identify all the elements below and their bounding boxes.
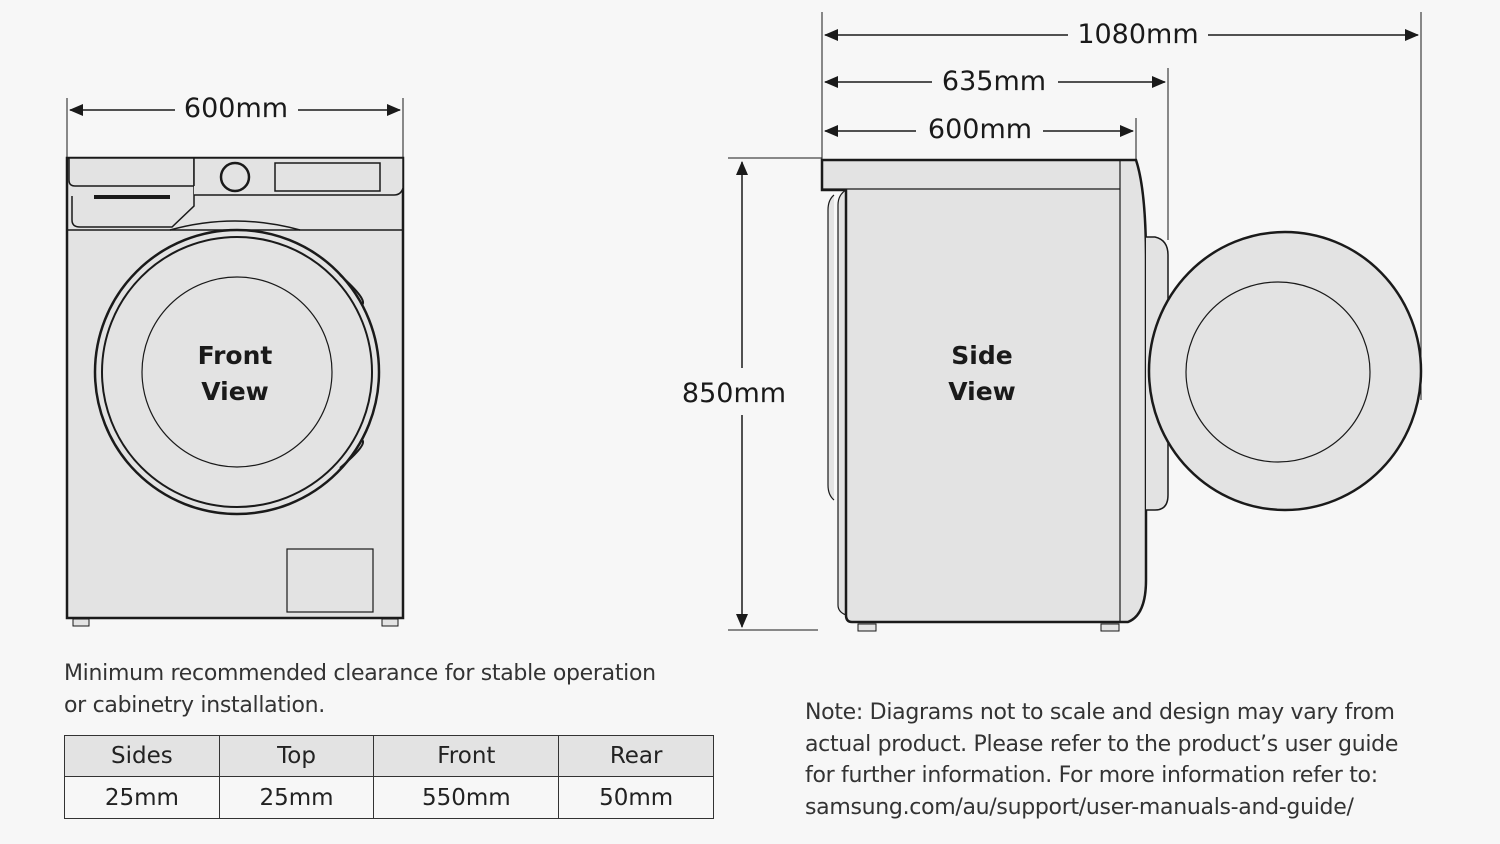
front-view-drawing: [65, 98, 405, 627]
note-text: Note: Diagrams not to scale and design m…: [805, 697, 1425, 823]
depth-with-door-label: 635mm: [942, 66, 1046, 97]
caption-line: Minimum recommended clearance for stable…: [64, 661, 656, 686]
side-view-label: View: [948, 377, 1016, 406]
header-top: Top: [218, 735, 375, 777]
note-line: for further information. For more inform…: [805, 763, 1378, 788]
note-line: actual product. Please refer to the prod…: [805, 731, 1399, 757]
note-url: samsung.com/au/support/user-manuals-and-…: [805, 794, 1354, 820]
clearance-table: Sides Top Front Rear 25mm 25mm 550mm 50m…: [64, 735, 714, 819]
value-top: 25mm: [218, 776, 375, 819]
header-sides: Sides: [64, 735, 220, 777]
table-header-row: Sides Top Front Rear: [64, 735, 714, 777]
header-front: Front: [373, 735, 560, 777]
clearance-caption: Minimum recommended clearance for stable…: [64, 658, 684, 722]
header-rear: Rear: [558, 735, 714, 777]
body-depth-label: 600mm: [928, 114, 1032, 145]
value-rear: 50mm: [558, 776, 714, 819]
front-view-label: Front: [198, 341, 273, 370]
side-view-drawing: [728, 12, 1423, 632]
height-label: 850mm: [682, 378, 786, 409]
value-sides: 25mm: [64, 776, 220, 819]
front-width-label: 600mm: [184, 93, 288, 124]
caption-line: or cabinetry installation.: [64, 693, 325, 718]
side-view-label: Side: [951, 341, 1012, 370]
table-row: 25mm 25mm 550mm 50mm: [64, 776, 714, 819]
total-depth-label: 1080mm: [1077, 19, 1198, 50]
value-front: 550mm: [373, 776, 560, 819]
front-view-label: View: [201, 377, 269, 406]
note-line: Note: Diagrams not to scale and design m…: [805, 700, 1395, 725]
